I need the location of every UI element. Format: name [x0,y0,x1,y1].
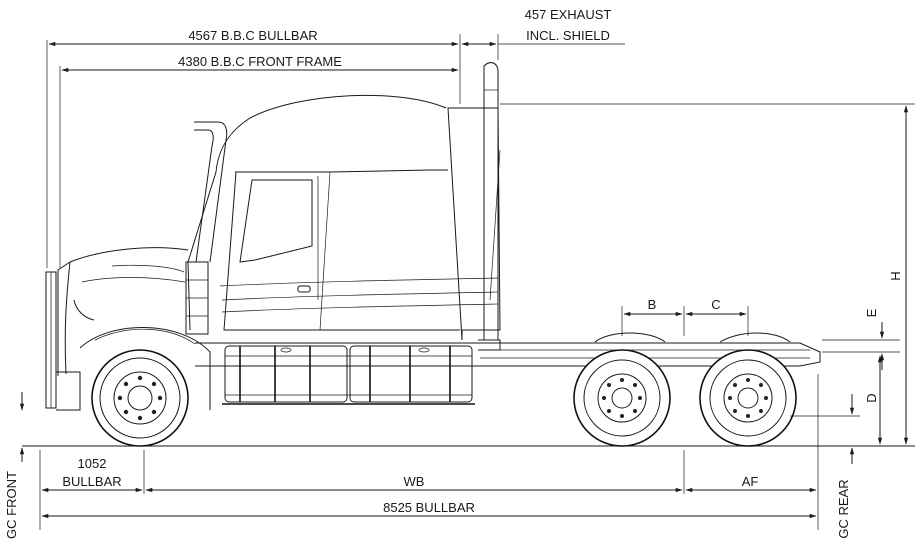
bullbar [45,271,81,411]
dim-c-label: C [711,297,720,312]
dimension-labels: 4567 B.B.C BULLBAR 4380 B.B.C FRONT FRAM… [4,7,903,539]
overall-length-label: 8525 BULLBAR [383,500,475,515]
bbc-front-frame-label: 4380 B.B.C FRONT FRAME [178,54,342,69]
exhaust-label-line1: 457 EXHAUST [525,7,612,22]
gc-front-label: GC FRONT [4,471,19,539]
dimension-lines [19,34,915,530]
dim-b-label: B [648,297,657,312]
front-overhang-label: BULLBAR [62,474,121,489]
front-wheel [91,349,189,447]
air-intake [185,121,228,335]
front-overhang-value: 1052 [78,456,107,471]
after-frame-label: AF [742,474,759,489]
fuel-tanks [222,345,475,405]
exhaust-label-line2: INCL. SHIELD [526,28,610,43]
bbc-bullbar-label: 4567 B.B.C BULLBAR [188,28,317,43]
gc-rear-label: GC REAR [836,479,851,538]
rear-wheel-2 [699,349,797,447]
dim-d-label: D [864,393,879,402]
rear-mudguards [594,332,791,343]
wheelbase-label: WB [404,474,425,489]
cab-body [187,94,501,341]
rear-wheel-1 [573,349,671,447]
dim-h-label: H [888,271,903,280]
truck-side-view [22,62,915,447]
dim-e-label: E [864,308,879,317]
exhaust-stack [478,62,501,351]
hood [57,247,211,410]
